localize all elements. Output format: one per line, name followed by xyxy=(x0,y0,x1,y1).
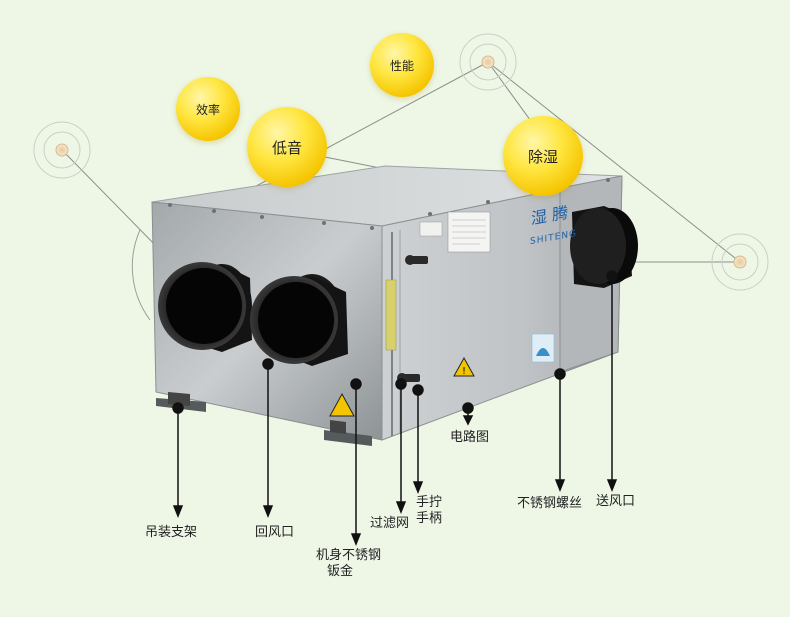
feature-efficiency: 效率 xyxy=(176,77,240,141)
callout-body-sheet: 机身不锈钢 钣金 xyxy=(316,548,381,580)
second-duct xyxy=(250,274,348,366)
callout-hanging-bracket: 吊装支架 xyxy=(145,525,198,540)
svg-text:!: ! xyxy=(462,366,466,377)
return-air-duct xyxy=(158,262,252,352)
callout-body-sheet-line1: 机身不锈钢 xyxy=(316,548,382,563)
callout-filter: 过滤网 xyxy=(370,516,410,531)
callout-screw: 不锈钢螺丝 xyxy=(517,496,583,511)
hanging-bracket xyxy=(156,392,372,446)
callout-pointers xyxy=(172,270,618,547)
callout-circuit: 电路图 xyxy=(450,430,490,445)
supply-air-duct xyxy=(570,206,638,288)
target-icon-right xyxy=(711,233,769,291)
feature-dehumidify: 除湿 xyxy=(503,116,583,196)
callout-handle-line1: 手拧 xyxy=(416,495,443,510)
target-icon-left xyxy=(33,121,91,179)
target-icon-top xyxy=(459,33,517,91)
feature-performance: 性能 xyxy=(370,33,434,97)
callout-body-sheet-line2: 钣金 xyxy=(327,564,354,579)
callout-supply-air: 送风口 xyxy=(596,494,636,509)
filter-label-strip xyxy=(385,279,397,351)
callout-handle: 手拧 手柄 xyxy=(416,495,442,527)
logo-sticker xyxy=(531,333,555,363)
callout-return-air: 回风口 xyxy=(255,525,295,540)
callout-handle-line2: 手柄 xyxy=(416,511,443,526)
warning-icon: ! xyxy=(329,356,475,417)
feature-low-noise: 低音 xyxy=(247,107,327,187)
